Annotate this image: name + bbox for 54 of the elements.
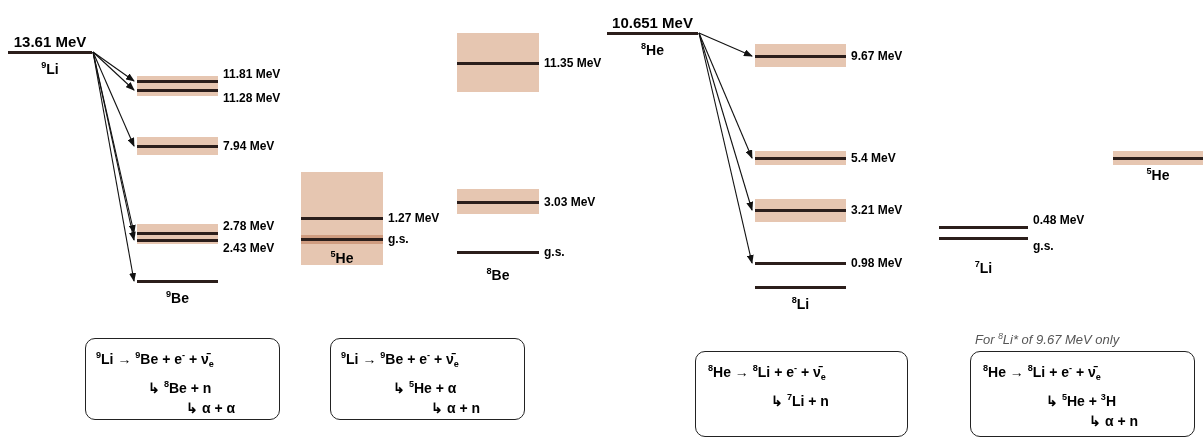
- nuclide-label: $^{9}$Li: [40, 58, 60, 78]
- decay-equation: ↳ $^{5}$He + α: [393, 378, 457, 399]
- decay-equation: $^{9}$Li → $^{9}$Be + e$^{-}$ + ν̄$_{e}$: [96, 349, 214, 372]
- energy-label: 2.78 MeV: [223, 218, 275, 233]
- energy-level: [137, 218, 275, 235]
- energy-label: 1.27 MeV: [388, 211, 440, 225]
- nuclide-label: $^{8}$Li: [790, 293, 811, 313]
- decay-equation: ↳ α + n: [431, 399, 480, 419]
- decay-equation-box: [85, 338, 280, 420]
- energy-label: 7.94 MeV: [223, 139, 275, 153]
- nuclide-label: $^{7}$Li: [973, 257, 994, 277]
- note-text: For $^{8}$Li* of 9.67 MeV only: [975, 331, 1120, 348]
- energy-label: 5.4 MeV: [851, 151, 896, 165]
- decay-equation: ↳ $^{7}$Li + n: [771, 391, 829, 412]
- energy-value: 10.651 MeV: [611, 13, 694, 32]
- energy-label: 3.21 MeV: [851, 203, 903, 217]
- energy-level: [137, 66, 281, 83]
- nuclide-label: $^{5}$He: [329, 248, 355, 267]
- energy-label: 9.67 MeV: [851, 49, 903, 63]
- decay-equation: $^{8}$He → $^{8}$Li + e$^{-}$ + ν̄$_{e}$: [983, 362, 1101, 385]
- decay-arrow: [92, 51, 137, 282]
- decay-equation: $^{9}$Li → $^{9}$Be + e$^{-}$ + ν̄$_{e}$: [341, 349, 459, 372]
- nuclide-label: $^{8}$He: [640, 39, 665, 59]
- energy-label: g.s.: [1033, 238, 1054, 253]
- decay-equation: ↳ α + n: [1089, 412, 1138, 432]
- energy-label: g.s.: [544, 245, 565, 259]
- decay-equation: ↳ $^{8}$Be + n: [148, 378, 212, 399]
- energy-label: 11.28 MeV: [223, 90, 281, 105]
- decay-arrow: [92, 51, 135, 91]
- decay-equation-box: [695, 351, 908, 437]
- decay-arrow: [92, 51, 135, 82]
- nuclide-label: $^{8}$Be: [485, 265, 511, 284]
- energy-level: [137, 238, 275, 255]
- decay-equation-box: [330, 338, 525, 420]
- decay-arrow: [92, 51, 135, 147]
- decay-arrow: [698, 32, 753, 159]
- decay-equation: ↳ $^{5}$He + $^{3}$H: [1046, 391, 1116, 412]
- nuclide-label: $^{5}$He: [1145, 164, 1171, 184]
- energy-label: 11.35 MeV: [544, 56, 602, 70]
- decay-equation: ↳ α + α: [186, 399, 236, 419]
- nuclide-label: $^{9}$Be: [165, 287, 190, 307]
- energy-value: 13.61 MeV: [12, 32, 88, 51]
- decay-arrow: [698, 32, 753, 57]
- energy-label: 3.03 MeV: [544, 195, 596, 209]
- decay-arrow: [698, 32, 754, 264]
- energy-label: 0.98 MeV: [851, 256, 903, 270]
- energy-label: 2.43 MeV: [223, 240, 275, 255]
- energy-level: [939, 212, 1085, 229]
- energy-level: [137, 88, 281, 105]
- decay-equation: $^{8}$He → $^{8}$Li + e$^{-}$ + ν̄$_{e}$: [708, 362, 826, 385]
- decay-equation-box: [970, 351, 1195, 437]
- energy-label: g.s.: [388, 232, 409, 246]
- energy-label: 11.81 MeV: [223, 66, 281, 81]
- energy-label: 0.48 MeV: [1033, 212, 1085, 227]
